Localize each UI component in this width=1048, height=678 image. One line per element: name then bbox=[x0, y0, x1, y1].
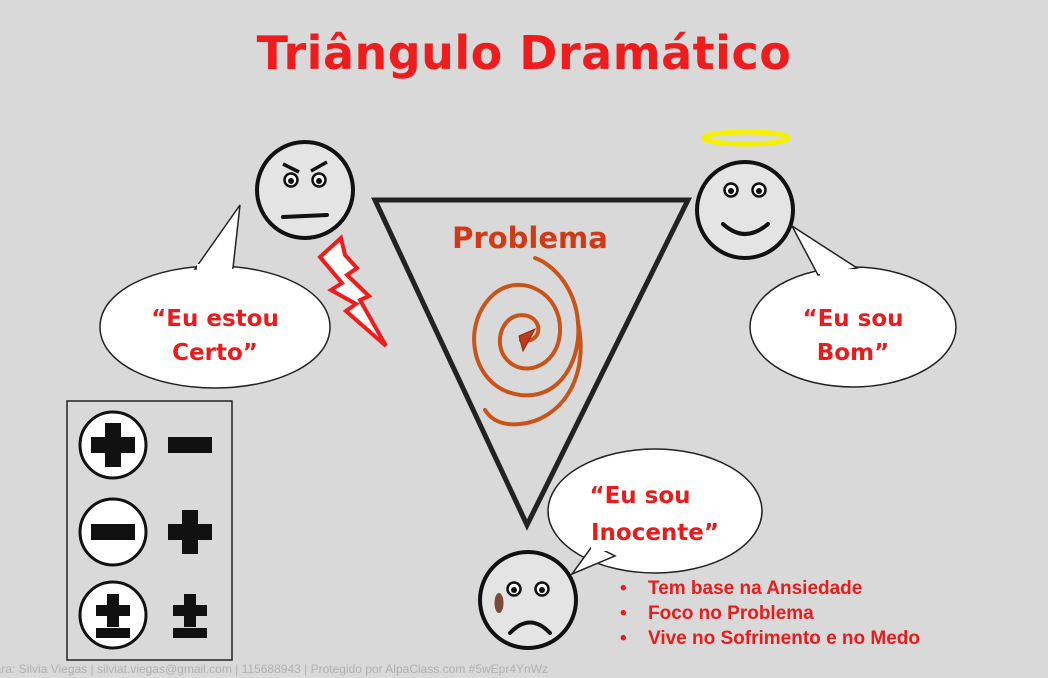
drama-triangle bbox=[371, 197, 693, 531]
speech-bubble-right: “Eu sou Bom” bbox=[749, 223, 957, 388]
lightning-bolt-icon bbox=[317, 234, 388, 348]
minus-icon bbox=[168, 437, 212, 453]
bubble-right-line2: Bom” bbox=[817, 340, 889, 366]
bubble-left-line1: “Eu estou bbox=[151, 306, 279, 332]
bubble-bottom-line1: “Eu sou bbox=[589, 483, 690, 509]
plus-minus-legend bbox=[66, 400, 233, 661]
bubble-left-line2: Certo” bbox=[172, 340, 258, 366]
problem-label: Problema bbox=[452, 221, 608, 255]
watermark: para: Silvia Viegas | silviat.viegas@gma… bbox=[0, 660, 700, 678]
spiral-icon bbox=[472, 256, 581, 398]
list-item: Tem base na Ansiedade bbox=[620, 576, 920, 601]
spiral-arrow-icon bbox=[518, 327, 537, 353]
victim-face-icon bbox=[478, 550, 578, 650]
page-title: Triângulo Dramático bbox=[256, 26, 792, 80]
circled-plus-minus-icon bbox=[78, 580, 148, 650]
victim-traits-list: Tem base na Ansiedade Foco no Problema V… bbox=[620, 576, 920, 651]
list-item: Vive no Sofrimento e no Medo bbox=[620, 626, 920, 651]
watermark-text: para: Silvia Viegas | silviat.viegas@gma… bbox=[0, 662, 549, 676]
plus-minus-icon bbox=[173, 594, 207, 638]
rescuer-face-icon bbox=[695, 129, 795, 260]
spiral-tail bbox=[483, 320, 583, 427]
circled-plus-icon bbox=[78, 410, 148, 480]
list-item: Foco no Problema bbox=[620, 601, 920, 626]
speech-bubble-bottom: “Eu sou Inocente” bbox=[547, 448, 763, 576]
bubble-bottom-line2: Inocente” bbox=[591, 520, 719, 546]
halo-icon bbox=[701, 129, 791, 147]
circled-minus-icon bbox=[78, 497, 148, 567]
bubble-right-line1: “Eu sou bbox=[802, 306, 903, 332]
tear-icon bbox=[494, 593, 504, 613]
persecutor-face-icon bbox=[255, 140, 355, 240]
speech-bubble-left: “Eu estou Certo” bbox=[99, 204, 331, 389]
plus-icon bbox=[168, 510, 212, 554]
